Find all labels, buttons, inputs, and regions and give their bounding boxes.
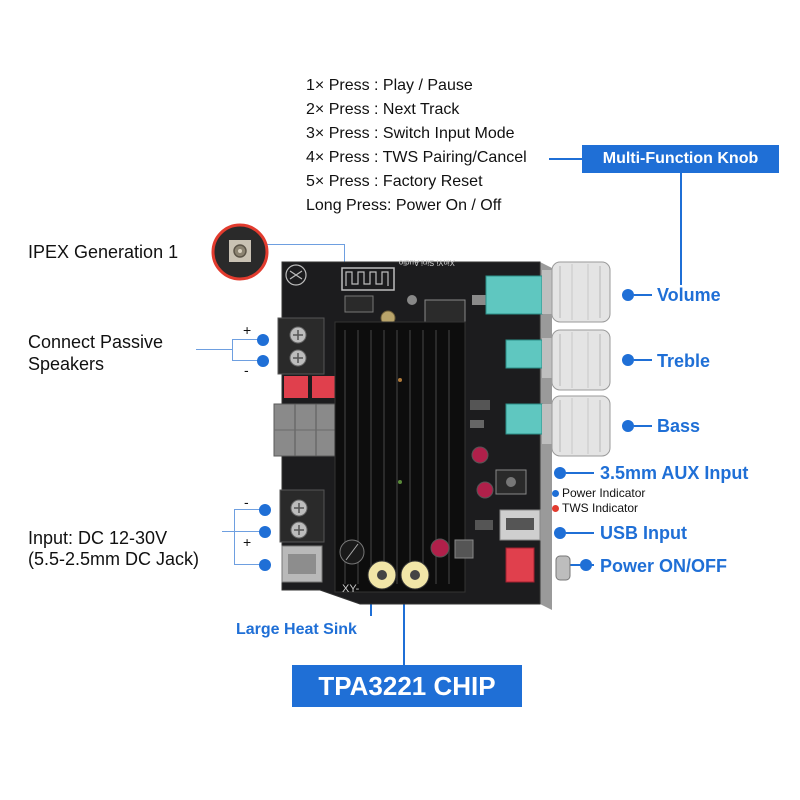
aux-input-label: 3.5mm AUX Input [600,463,749,483]
press-action-3: 3× Press : Switch Input Mode [306,125,515,142]
aux-dot [554,467,566,479]
input-minus-sign: - [244,494,249,510]
capacitor-4 [430,538,450,558]
input-bracket-vertical [234,509,235,565]
volume-pot-body [485,275,543,315]
volume-dot [622,289,634,301]
bass-connector [634,425,652,427]
power-indicator-dot [552,490,559,497]
power-switch-lever [555,555,571,581]
press-action-4: 4× Press : TWS Pairing/Cancel [306,149,527,166]
speaker-plus-dot [257,334,269,346]
multi-function-knob-label: Multi-Function Knob [582,145,779,173]
usb-dot [554,527,566,539]
input-minus-dot [259,504,271,516]
aux-connector [566,472,594,474]
board-silkscreen: XinYi Sini Audio [398,258,455,267]
usb-connector [566,532,594,534]
knob-connector-horizontal [549,158,583,160]
speakers-bracket-top [232,339,258,340]
speakers-plus-sign: + [243,322,252,338]
press-action-1: 1× Press : Play / Pause [306,77,473,94]
speaker-red-block-2 [312,376,336,398]
volume-label: Volume [657,285,721,305]
board-model-mark: XY- [342,583,360,595]
power-connector [566,564,594,566]
dc-jack-dot [259,559,271,571]
input-plus-dot [259,526,271,538]
treble-dot [622,354,634,366]
power-indicator-label: Power Indicator [562,486,646,500]
input-bracket-stem [222,531,234,532]
treble-connector [634,359,652,361]
bass-knob [542,395,611,457]
treble-label: Treble [657,351,711,371]
speaker-minus-dot [257,355,269,367]
input-bracket-bottom [234,564,260,565]
speakers-minus-sign: - [244,362,249,378]
ipex-connector-horizontal [264,244,344,245]
volume-connector [634,294,652,296]
treble-knob [542,329,611,391]
volume-knob [542,261,611,323]
speaker-red-block-1 [284,376,308,398]
input-label-line2: (5.5-2.5mm DC Jack) [28,549,200,569]
speaker-terminal-block [277,317,325,375]
power-switch-body [505,547,535,583]
power-switch-label: Power ON/OFF [600,556,728,576]
regulator-chip [344,295,374,313]
input-terminal-block [279,489,325,543]
input-bracket-mid [234,531,260,532]
press-action-long: Long Press: Power On / Off [306,197,502,214]
speakers-bracket-stem [196,349,232,350]
usb-input-label: USB Input [600,523,687,543]
speakers-bracket-bottom [232,360,258,361]
press-action-5: 5× Press : Factory Reset [306,173,483,190]
brand-logo [285,264,307,286]
input-plus-sign: + [243,534,252,550]
tws-indicator-label: TWS Indicator [562,501,639,515]
ipex-label: IPEX Generation 1 [28,242,179,262]
input-label-line1: Input: DC 12-30V [28,528,168,548]
knob-connector-vertical [680,173,682,285]
speakers-bracket-vertical [232,339,233,361]
chip-label: TPA3221 CHIP [292,665,522,707]
ipex-zoom-circle [211,223,269,281]
heat-sink-label: Large Heat Sink [236,621,357,638]
bass-dot [622,420,634,432]
bass-pot-body [505,403,543,435]
treble-pot-body [505,339,543,369]
input-bracket-top [234,509,260,510]
antenna-trace [341,267,395,291]
tws-indicator-dot [552,505,559,512]
bass-label: Bass [657,416,701,436]
speakers-label: Connect Passive Speakers [28,332,164,374]
press-action-2: 2× Press : Next Track [306,101,460,118]
ipex-connector-vertical [344,244,345,272]
